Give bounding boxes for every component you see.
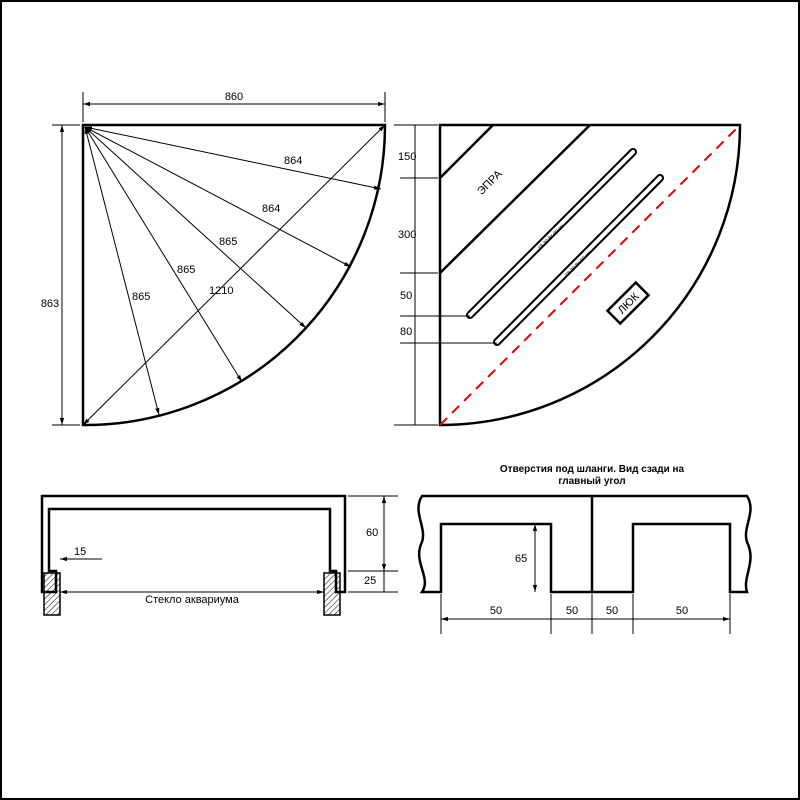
radius-dim: 865 [132, 291, 150, 303]
lamp-label: T8 30 Вт 90 см [537, 223, 566, 252]
dim: 15 [74, 546, 86, 558]
back-view: Отверстия под шланги. Вид сзади на главн… [417, 464, 752, 634]
top-view: 860 863 864 864 865 865 865 1210 [41, 91, 387, 427]
back-view-title: Отверстия под шланги. Вид сзади на [500, 464, 685, 475]
layout-view: T8 30 Вт 90 см T8 30 Вт 90 см ЭПРА ЛЮК 1… [394, 123, 742, 427]
radius-dim: 864 [262, 203, 280, 215]
dim: 50 [490, 605, 502, 617]
ballast-label: ЭПРА [475, 168, 505, 198]
dim: 60 [366, 527, 378, 539]
diagonal-dim: 1210 [209, 285, 233, 297]
dim: 50 [566, 605, 578, 617]
lamp-label: T8 30 Вт 90 см [564, 250, 593, 279]
height-dim: 863 [41, 298, 59, 310]
glass-label: Стекло аквариума [145, 594, 240, 606]
dim: 65 [515, 553, 527, 565]
radius-dim: 865 [219, 236, 237, 248]
radius-dim: 864 [284, 155, 302, 167]
dim: 50 [400, 290, 412, 302]
hatch-label: ЛЮК [616, 290, 642, 316]
dim: 25 [364, 575, 376, 587]
width-dim: 860 [225, 91, 243, 103]
back-view-title: главный угол [558, 476, 625, 487]
dim: 150 [398, 151, 416, 163]
dim: 80 [400, 326, 412, 338]
radius-dim: 865 [177, 264, 195, 276]
dim: 300 [398, 229, 416, 241]
dim: 50 [676, 605, 688, 617]
dim: 50 [606, 605, 618, 617]
profile-view: Стекло аквариума 15 60 25 [40, 494, 398, 616]
diagonal-axis [439, 124, 741, 426]
